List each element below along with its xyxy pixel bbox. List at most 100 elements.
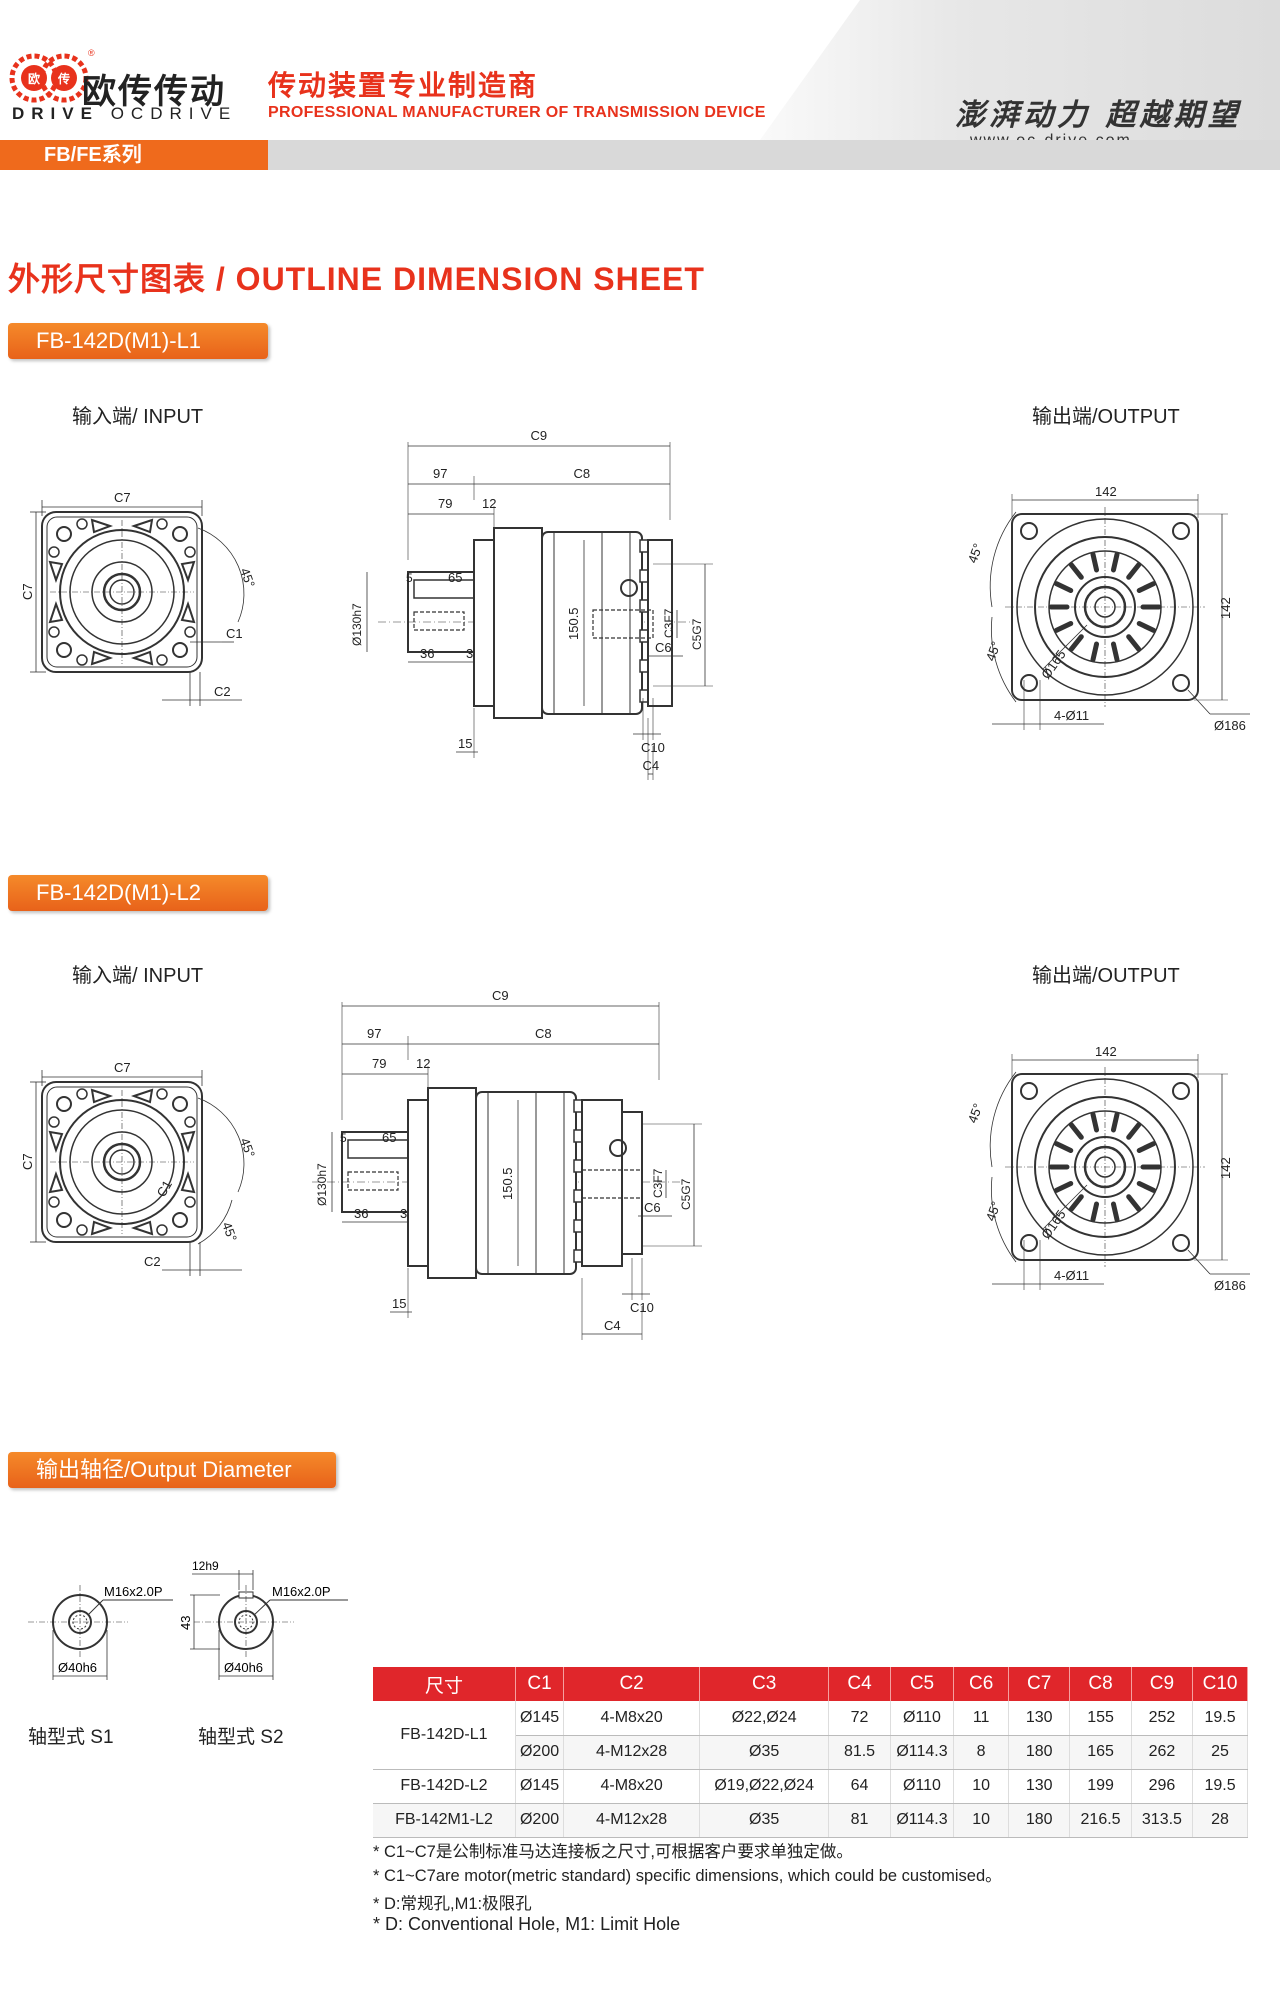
bearing-spoke [1053, 581, 1074, 594]
angle-label-2: 45° [219, 1220, 240, 1244]
table-cell: Ø200 [515, 1803, 565, 1838]
c8-label: C8 [574, 466, 591, 481]
c3-label: C3F7 [662, 608, 676, 638]
flange-slot [131, 1220, 154, 1236]
line [1042, 624, 1088, 670]
d15-label: 15 [458, 736, 472, 751]
svg-text:传: 传 [57, 71, 70, 86]
d5-label: 5 [406, 571, 413, 585]
mount-hole-small [76, 518, 88, 530]
angle-arc-2 [197, 1199, 233, 1245]
table-header-3: C3 [699, 1667, 830, 1701]
bearing-spoke [1090, 551, 1100, 573]
d186-label: Ø186 [1214, 1278, 1246, 1293]
flange-slot [48, 601, 64, 624]
flange-bolt [639, 659, 649, 673]
flange-slot [180, 1130, 196, 1153]
c7-side-label: C7 [20, 1153, 35, 1170]
d97-label: 97 [433, 466, 447, 481]
flange-bolt [573, 1249, 583, 1263]
s1-diameter-label: Ø40h6 [58, 1660, 97, 1675]
flange-slot [48, 1130, 64, 1153]
c5-label: C5G7 [690, 618, 704, 650]
s2-diameter-label: Ø40h6 [224, 1660, 263, 1675]
table-cell: 10 [953, 1803, 1010, 1838]
bearing-spoke [1126, 562, 1142, 580]
motor-bore [592, 609, 654, 639]
table-cell: 81 [828, 1803, 891, 1838]
c1-label: C1 [226, 626, 243, 641]
note-3: * D:常规孔,M1:极限孔 [373, 1895, 532, 1913]
angle-arc [989, 511, 1017, 608]
note-4: * D: Conventional Hole, M1: Limit Hole [373, 1914, 681, 1934]
table-cell: 10 [953, 1769, 1010, 1804]
bearing-spoke [1053, 1141, 1074, 1154]
table-cell-model: FB-142D-L1 [373, 1701, 516, 1770]
mount-hole-small [184, 1116, 196, 1128]
motor-screw [609, 1139, 627, 1157]
mount-hole-small [156, 654, 168, 666]
flange-bolt [573, 1159, 583, 1173]
output-flange-side [473, 539, 495, 707]
table-cell: 199 [1069, 1769, 1132, 1804]
table-cell: 262 [1131, 1735, 1194, 1770]
table-header-1: C1 [515, 1667, 565, 1701]
bearing-spoke [1090, 1111, 1100, 1133]
output-mount-hole [1020, 1082, 1038, 1100]
d130-label: Ø130h7 [315, 1163, 329, 1206]
c6-label: C6 [644, 1200, 661, 1215]
mount-hole-small [76, 654, 88, 666]
table-cell: 130 [1008, 1769, 1071, 1804]
motor-screw [620, 579, 638, 597]
slogan: 澎湃动力 超越期望 [955, 98, 1242, 133]
section-2-model: FB-142D(M1)-L2 [8, 875, 268, 911]
line [1042, 1184, 1088, 1230]
note-2: * C1~C7are motor(metric standard) specif… [373, 1867, 1002, 1885]
d65-label: 65 [382, 1130, 396, 1145]
c9-label: C9 [531, 428, 548, 443]
table-cell: 165 [1069, 1735, 1132, 1770]
table-cell: 4-M8x20 [563, 1701, 701, 1736]
bearing-spoke [1110, 1111, 1120, 1133]
output-mount-hole [1172, 674, 1190, 692]
brand-name-en: DRIVE OCDRIVE [12, 104, 238, 123]
flange-slot [131, 650, 154, 666]
flange-slot [180, 560, 196, 583]
mount-hole-small [156, 1224, 168, 1236]
motor-bore [581, 1169, 643, 1199]
c7-top-label: C7 [114, 490, 131, 505]
tagline-en: PROFESSIONAL MANUFACTURER OF TRANSMISSIO… [268, 104, 766, 121]
bearing-spoke [1068, 562, 1084, 580]
flange-slot [131, 1088, 154, 1104]
c9-label: C9 [492, 988, 509, 1003]
d12-label: 12 [416, 1056, 430, 1071]
page-header: 欧 传 ® 欧传传动 DRIVE OCDRIVE 传动装置专业制造商 PROFE… [0, 0, 1280, 170]
table-cell-model: FB-142M1-L2 [373, 1803, 516, 1838]
d3-label: 3 [466, 646, 473, 661]
c6-label: C6 [655, 640, 672, 655]
note-1: * C1~C7是公制标准马达连接板之尺寸,可根据客户要求单独定做。 [373, 1843, 853, 1861]
table-cell: Ø19,Ø22,Ø24 [699, 1769, 830, 1804]
shaft-s1-drawing: M16x2.0P Ø40h6 [28, 1584, 173, 1680]
output-mount-hole [1020, 522, 1038, 540]
d79-label: 79 [438, 496, 452, 511]
bearing-spoke [1053, 620, 1074, 633]
table-cell: 4-M8x20 [563, 1769, 701, 1804]
holes-label: 4-Ø11 [1054, 1268, 1089, 1283]
bearing-spoke [1110, 641, 1120, 663]
table-header-9: C9 [1131, 1667, 1194, 1701]
shaft-s2-drawing: 12h9 43 M16x2.0P Ø40h6 [178, 1559, 348, 1680]
flange-slot [90, 1220, 113, 1236]
c2-label: C2 [144, 1254, 161, 1269]
bearing-spoke [1110, 1201, 1120, 1223]
mount-hole [172, 526, 188, 542]
d5-label: 5 [340, 1131, 347, 1145]
mount-hole-small [184, 1196, 196, 1208]
table-cell: 130 [1008, 1701, 1071, 1736]
output-flange-side [407, 1099, 429, 1267]
